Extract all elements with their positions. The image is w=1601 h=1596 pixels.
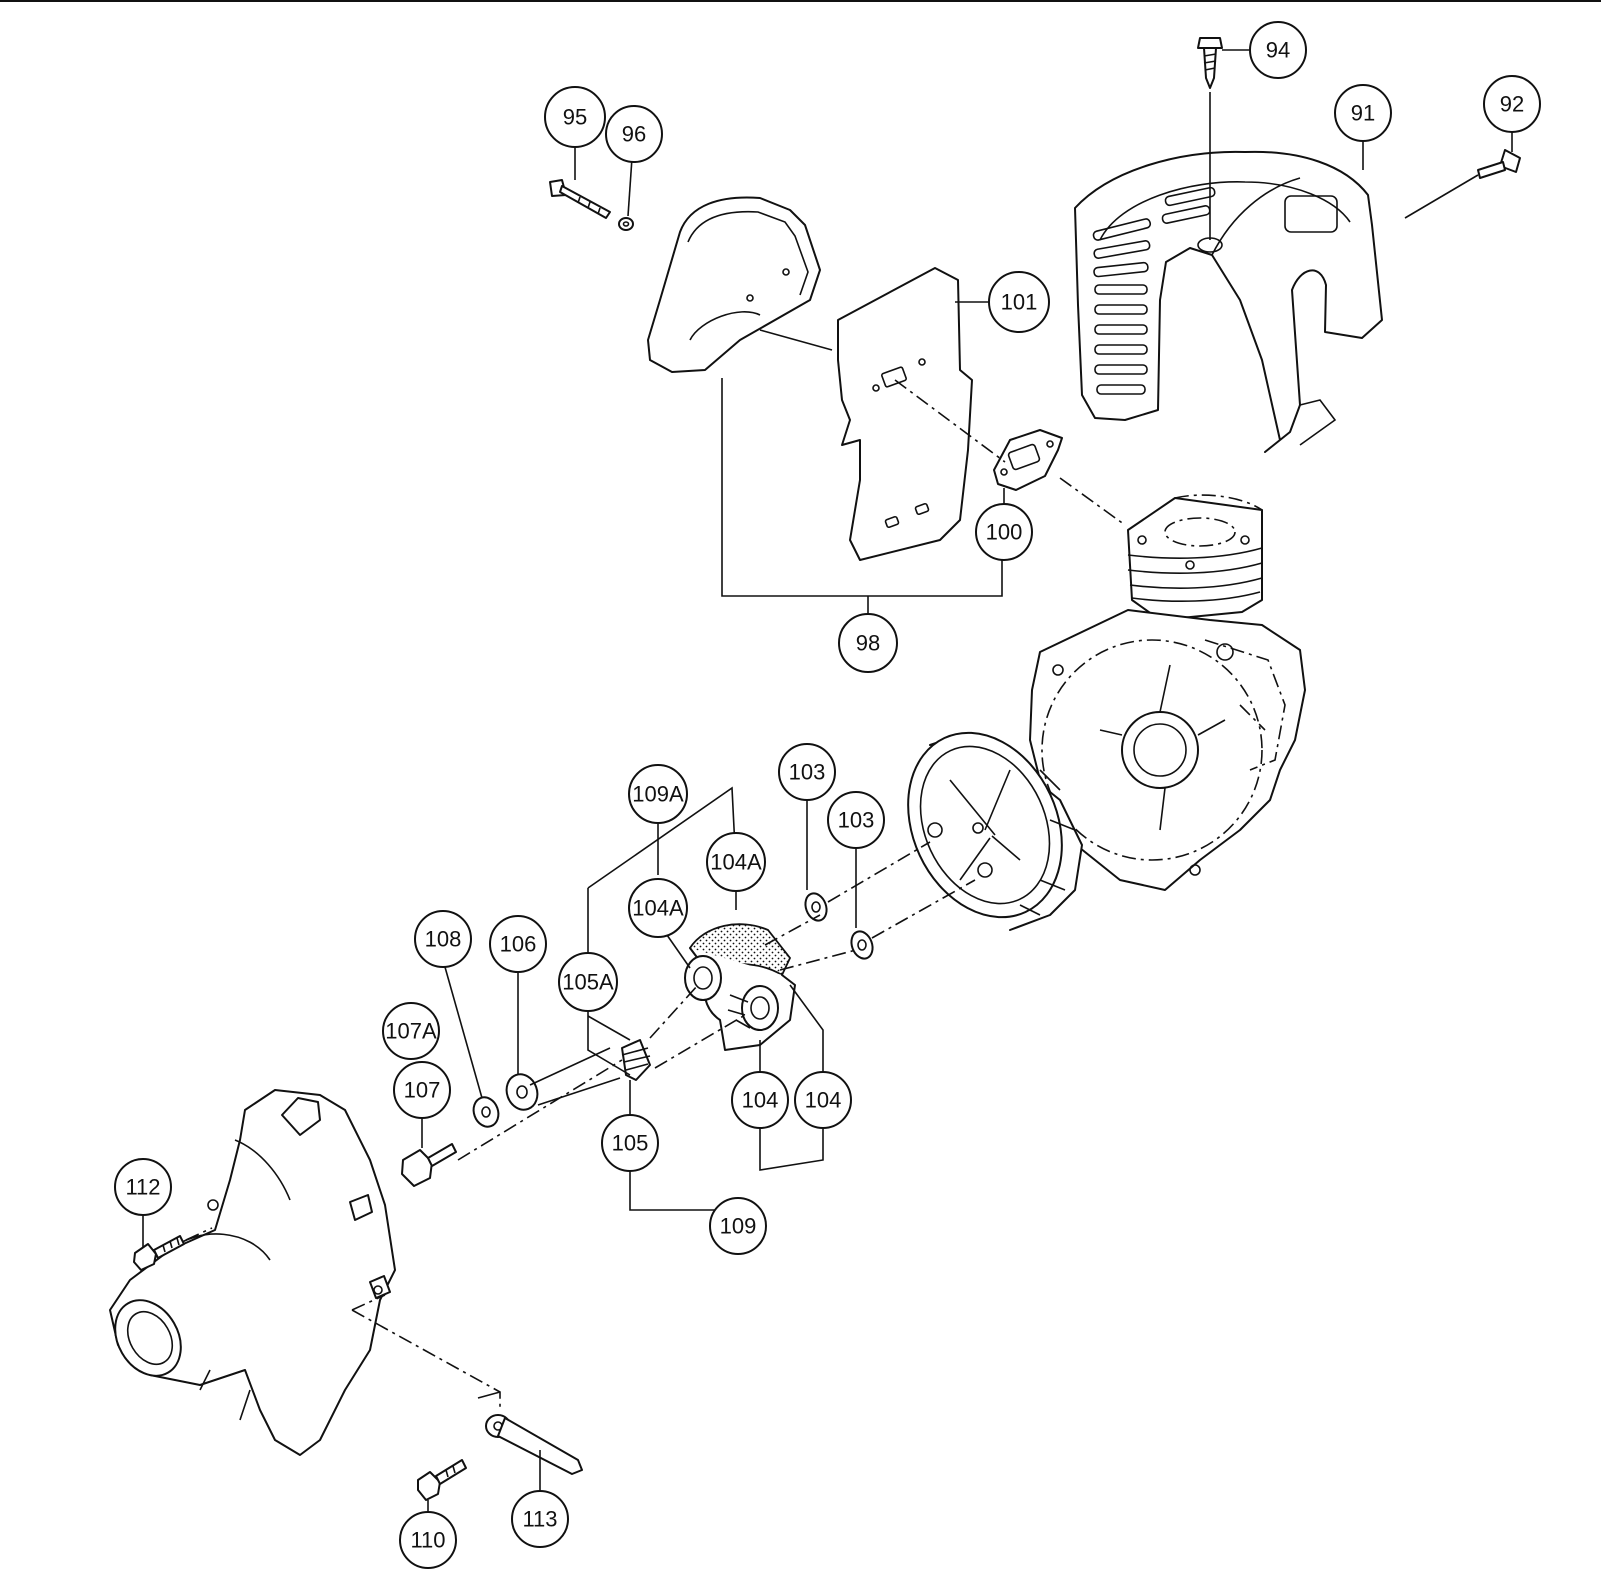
svg-text:104A: 104A bbox=[710, 850, 762, 875]
callout-104A-upper: 104A bbox=[706, 832, 766, 892]
svg-text:94: 94 bbox=[1266, 38, 1290, 63]
bracket-98 bbox=[721, 378, 1003, 597]
svg-text:95: 95 bbox=[563, 105, 587, 130]
callout-105A: 105A bbox=[558, 952, 618, 1012]
washer-106-part bbox=[505, 1073, 539, 1111]
svg-text:105A: 105A bbox=[562, 970, 614, 995]
svg-text:107A: 107A bbox=[385, 1019, 437, 1044]
bolt-107-part bbox=[401, 1143, 457, 1187]
callout-103b: 103 bbox=[827, 791, 885, 849]
callout-95: 95 bbox=[544, 86, 606, 148]
callout-104b: 104 bbox=[794, 1071, 852, 1129]
washer-103b-part bbox=[850, 930, 874, 960]
callout-109: 109 bbox=[709, 1197, 767, 1255]
bolt-95-part bbox=[549, 179, 611, 219]
exhaust-gasket-part bbox=[993, 429, 1063, 491]
svg-text:101: 101 bbox=[1001, 290, 1038, 315]
callout-109A: 109A bbox=[628, 764, 688, 824]
clutch-drum-flywheel-part bbox=[907, 731, 1083, 931]
svg-text:91: 91 bbox=[1351, 101, 1375, 126]
callout-98: 98 bbox=[838, 613, 898, 673]
callout-96: 96 bbox=[605, 105, 663, 163]
clutch-spring-part bbox=[621, 1039, 651, 1081]
svg-text:104: 104 bbox=[742, 1088, 779, 1113]
svg-text:104A: 104A bbox=[632, 896, 684, 921]
svg-text:108: 108 bbox=[425, 927, 462, 952]
bolt-110-part bbox=[417, 1459, 467, 1501]
callout-104A-lower: 104A bbox=[628, 878, 688, 938]
callout-107A: 107A bbox=[382, 1002, 440, 1060]
washer-103a-part bbox=[804, 892, 828, 922]
washer-108-part bbox=[472, 1096, 500, 1128]
svg-text:106: 106 bbox=[500, 932, 537, 957]
callout-104a: 104 bbox=[731, 1071, 789, 1129]
callout-107: 107 bbox=[393, 1061, 451, 1119]
callout-103a: 103 bbox=[778, 743, 836, 801]
svg-text:109A: 109A bbox=[632, 782, 684, 807]
callout-94: 94 bbox=[1249, 21, 1307, 79]
clutch-shoe-assembly-part bbox=[684, 923, 796, 1051]
engine-cover-part bbox=[1074, 150, 1383, 453]
svg-text:113: 113 bbox=[522, 1507, 557, 1532]
callout-113: 113 bbox=[511, 1490, 569, 1548]
svg-text:100: 100 bbox=[986, 520, 1023, 545]
svg-text:103: 103 bbox=[789, 760, 826, 785]
muffler-cover-part bbox=[647, 196, 821, 373]
bolt-92-part bbox=[1404, 130, 1521, 219]
callout-108: 108 bbox=[414, 910, 472, 968]
svg-text:105: 105 bbox=[612, 1131, 649, 1156]
svg-text:96: 96 bbox=[622, 122, 646, 147]
bolt-112-part bbox=[133, 1235, 185, 1271]
svg-text:104: 104 bbox=[805, 1088, 842, 1113]
svg-text:107: 107 bbox=[404, 1078, 441, 1103]
heat-shield-plate-part bbox=[837, 267, 973, 561]
cover-vent-slots bbox=[1092, 186, 1216, 395]
callout-100: 100 bbox=[975, 503, 1033, 561]
callout-101: 101 bbox=[988, 271, 1050, 333]
callout-112: 112 bbox=[114, 1158, 172, 1216]
svg-text:92: 92 bbox=[1500, 92, 1524, 117]
callout-106: 106 bbox=[489, 915, 547, 973]
clutch-housing-part bbox=[109, 1089, 396, 1456]
screw-94-part bbox=[1197, 37, 1250, 240]
callout-92: 92 bbox=[1483, 75, 1541, 133]
svg-text:110: 110 bbox=[410, 1528, 445, 1553]
callout-91: 91 bbox=[1334, 84, 1392, 142]
svg-text:109: 109 bbox=[720, 1214, 757, 1239]
svg-text:112: 112 bbox=[125, 1175, 160, 1200]
cylinder-fins bbox=[1127, 547, 1263, 603]
callout-110: 110 bbox=[399, 1511, 457, 1569]
washer-96-part bbox=[618, 217, 634, 231]
cylinder-crankcase-part bbox=[1029, 494, 1306, 891]
hanger-strap-113-part bbox=[485, 1414, 583, 1475]
callout-105: 105 bbox=[601, 1114, 659, 1172]
svg-text:98: 98 bbox=[856, 631, 880, 656]
svg-text:103: 103 bbox=[838, 808, 875, 833]
